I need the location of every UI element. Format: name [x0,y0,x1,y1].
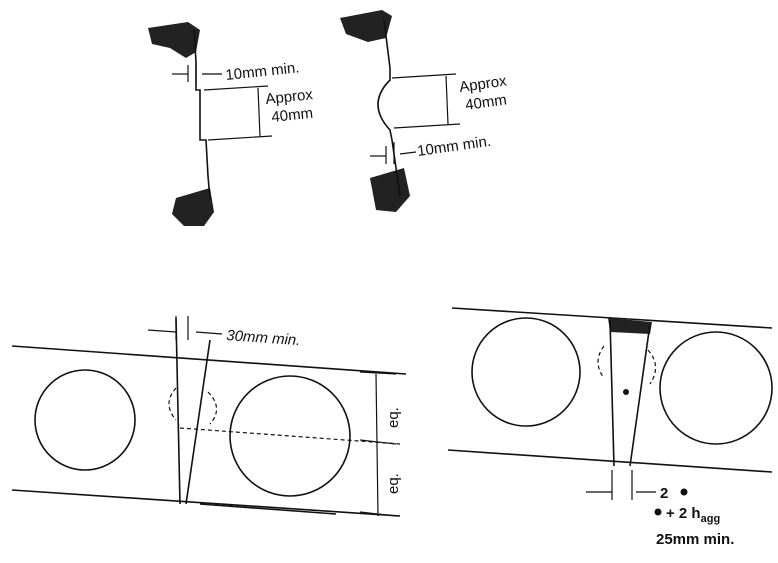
cut-base [199,503,337,515]
core-circle-right-right [659,331,773,445]
top-right-detail: Approx 40mm 10mm min. [340,10,508,212]
hollow-dashed-left-right [597,345,605,379]
approx-dim-line [257,87,261,137]
hollow-dashed-right-right [647,349,657,385]
top-right-approx-label-2: 40mm [464,91,508,114]
top-left-detail: 10mm min. Approx 40mm [148,22,314,226]
top-right-min-label: 10mm min. [416,133,492,160]
bottom-right-line2-prefix: + 2 h [666,505,701,522]
bottom-left-detail: 30mm min. eq. eq. [11,316,407,517]
bottom-left-min-label: 30mm min. [226,327,301,349]
top-left-min-label: 10mm min. [225,59,301,84]
min-dim-line-bottom-right [195,331,223,335]
slab-top-edge-right [451,307,773,329]
taper-line-left [609,319,615,467]
core-circle-right [229,375,351,497]
curved-joint-line [377,19,401,197]
eq-label-upper: eq. [385,407,402,428]
approx-ext-top-right [391,73,457,79]
top-right-approx-label-1: Approx [458,72,508,96]
bottom-right-line1: 2 [660,485,668,502]
bottom-right-line3: 25mm min. [656,531,734,548]
core-circle-left [34,369,136,471]
approx-dim-line-right [445,75,449,125]
bottom-right-line2: + 2 hagg [666,505,720,525]
bottom-right-line2-sub: agg [701,513,721,525]
concrete-hatch-top [148,22,200,58]
cut-line-right [185,339,211,505]
bullet-1 [680,488,688,496]
center-line [179,427,401,445]
approx-ext-bottom-right [393,123,461,129]
concrete-hatch-bottom [172,188,214,226]
aggregate-dot [623,389,629,395]
eq-dim-line [375,373,379,517]
eq-label-lower: eq. [385,473,402,494]
approx-ext-bottom [207,135,273,141]
min-dim-line-bottom [147,329,177,333]
hollow-profile-dashed-left [168,387,177,421]
hollow-profile-dashed-right [207,391,218,425]
joint-fill-hatch [608,318,652,334]
approx-ext-top [203,85,269,91]
concrete-hatch-top-right [340,10,392,42]
bullet-2 [654,508,662,516]
eq-ext-top [359,371,397,375]
eq-ext-bottom [359,511,397,517]
concrete-hatch-bottom-right [370,168,410,212]
top-left-approx-label-1: Approx [265,86,315,108]
slab-bottom-edge-right [447,449,773,473]
stepped-joint-line [193,29,211,201]
core-circle-left-right [471,317,581,427]
eq-ext-mid [359,439,397,445]
min-dim-leader-right [399,151,417,155]
bottom-right-detail: 2 + 2 hagg 25mm min. [447,307,773,548]
slab-top-edge [11,345,407,375]
top-left-approx-label-2: 40mm [271,105,314,126]
taper-line-right [629,323,651,467]
cut-line-left [175,317,181,505]
slab-bottom-edge [11,489,401,517]
